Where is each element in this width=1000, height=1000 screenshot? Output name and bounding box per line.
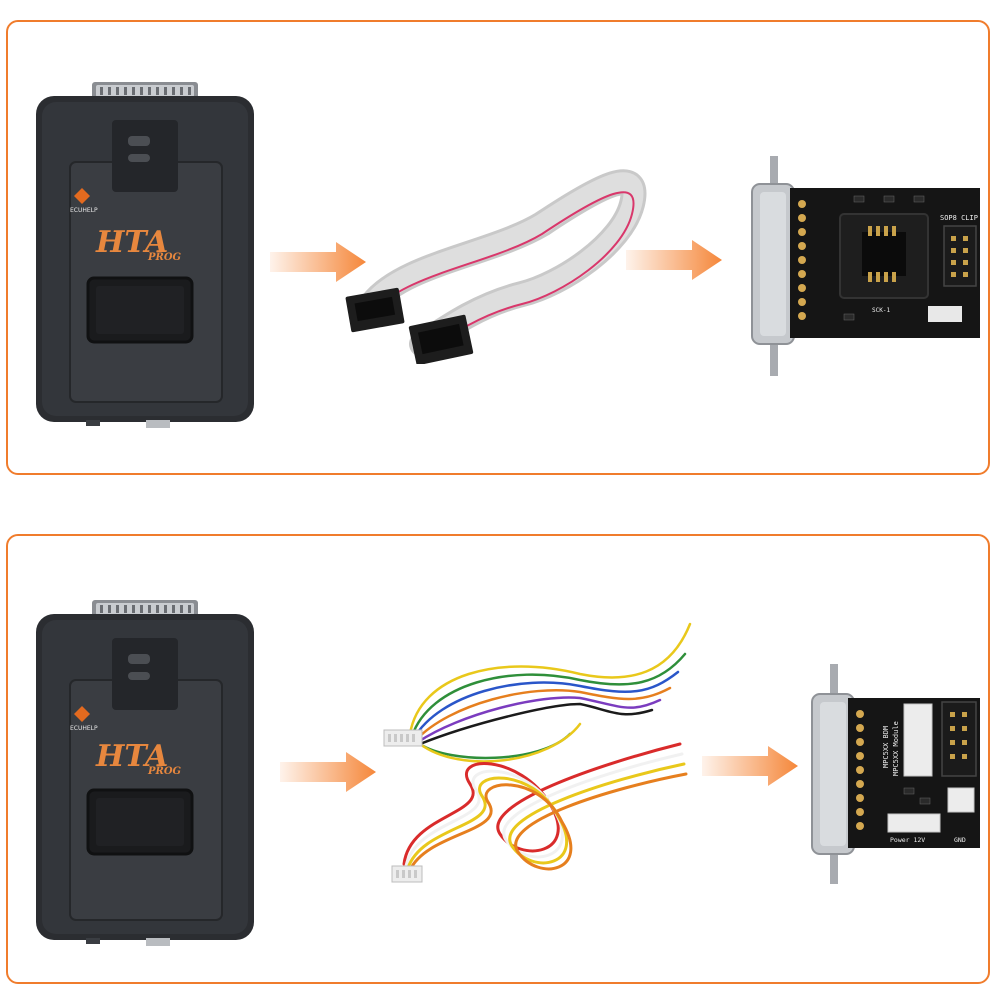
device-maker-text: ECUHELP bbox=[70, 725, 98, 732]
device-maker-text: ECUHELP bbox=[70, 207, 98, 214]
top-connection-panel: HTA PROG ECUHELP bbox=[6, 20, 990, 475]
arrow-right-icon bbox=[280, 750, 380, 794]
device-brand-sub: PROG bbox=[147, 766, 182, 777]
arrow-right-icon bbox=[270, 240, 370, 284]
adapter-bdm-label: MPC5XX BDM bbox=[882, 726, 890, 768]
bottom-connection-panel: HTA PROG ECUHELP bbox=[6, 534, 990, 984]
adapter-clip-label: SOP8 CLIP bbox=[940, 214, 978, 222]
mpc5xx-adapter-board: MPC5XX Module MPC5XX BDM Power 12V GND bbox=[804, 664, 984, 884]
arrow-right-icon bbox=[626, 238, 726, 282]
maker-logo-icon bbox=[74, 706, 90, 722]
maker-logo-icon bbox=[74, 188, 90, 204]
device-brand-mark: HTA bbox=[95, 225, 168, 260]
adapter-module-label: MPC5XX Module bbox=[892, 721, 900, 776]
adapter-gnd-label: GND bbox=[954, 836, 966, 844]
device-brand-sub: PROG bbox=[147, 252, 182, 263]
ribbon-cable bbox=[342, 144, 662, 364]
hta-prog-device: HTA PROG ECUHELP bbox=[30, 600, 260, 960]
adapter-power-label: Power 12V bbox=[890, 836, 925, 844]
wire-harnesses bbox=[380, 614, 700, 894]
device-brand-mark: HTA bbox=[95, 739, 168, 774]
arrow-right-icon bbox=[702, 744, 802, 788]
sop8-adapter-board: SOP8 CLIP SCK-1 bbox=[744, 156, 984, 376]
hta-prog-device: HTA PROG ECUHELP bbox=[30, 82, 260, 442]
adapter-sck-label: SCK-1 bbox=[872, 307, 890, 314]
